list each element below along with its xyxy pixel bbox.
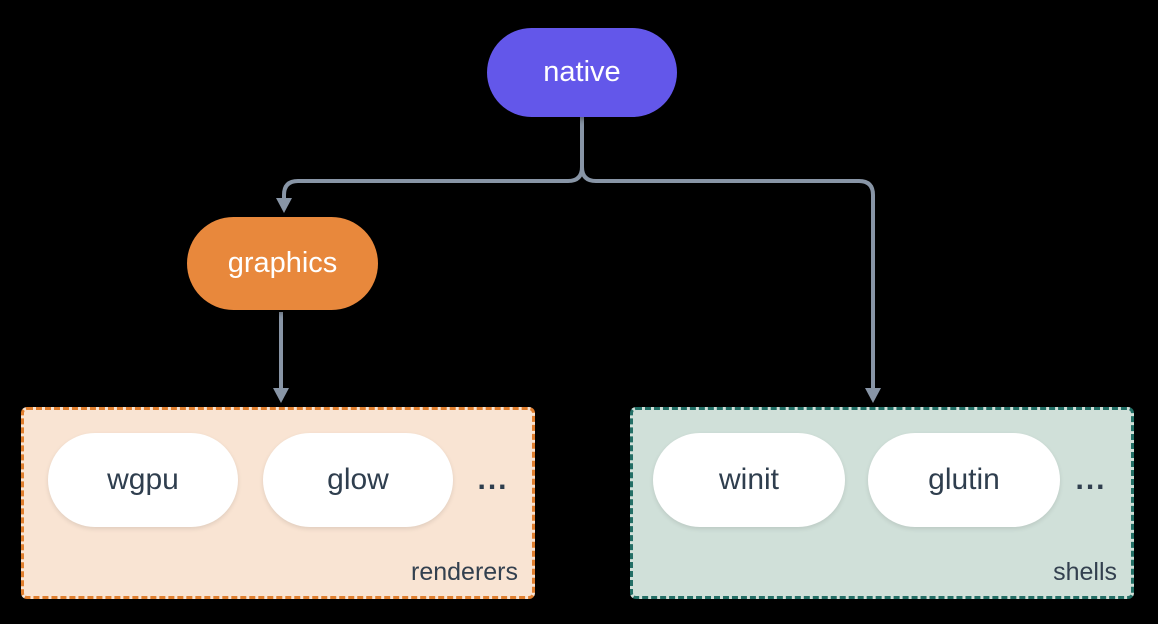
node-glow-label: glow bbox=[327, 463, 389, 496]
more-indicator-shells: ... bbox=[1075, 463, 1107, 496]
node-glutin-label: glutin bbox=[928, 463, 1000, 496]
node-graphics-label: graphics bbox=[227, 247, 338, 279]
node-wgpu-label: wgpu bbox=[107, 463, 179, 496]
more-indicator-renderers: ... bbox=[477, 463, 509, 496]
node-native: native bbox=[487, 28, 677, 117]
node-winit: winit bbox=[653, 433, 845, 527]
node-native-label: native bbox=[543, 56, 621, 88]
arrowhead-renderers-icon bbox=[273, 388, 289, 403]
node-winit-label: winit bbox=[718, 463, 779, 496]
edge-native-graphics bbox=[282, 117, 584, 199]
node-glutin: glutin bbox=[868, 433, 1060, 527]
node-graphics: graphics bbox=[187, 217, 378, 310]
arrowhead-shells-icon bbox=[865, 388, 881, 403]
edge-native-shells bbox=[580, 117, 875, 389]
node-glow: glow bbox=[263, 433, 453, 527]
arrowhead-graphics-icon bbox=[276, 198, 292, 213]
node-wgpu: wgpu bbox=[48, 433, 238, 527]
group-renderers: wgpu glow ... renderers bbox=[21, 407, 535, 599]
group-label-renderers: renderers bbox=[411, 558, 518, 586]
group-shells: winit glutin ... shells bbox=[630, 407, 1134, 599]
group-label-shells: shells bbox=[1053, 558, 1117, 586]
